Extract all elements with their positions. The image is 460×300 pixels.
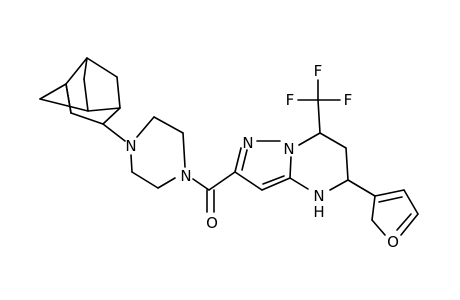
bond: [371, 195, 376, 221]
bond: [157, 177, 176, 189]
bond: [86, 57, 118, 78]
bond: [289, 156, 292, 179]
piperazine-ring: [130, 116, 186, 189]
bond: [136, 116, 155, 138]
bond: [39, 98, 89, 112]
atom-f-right: F: [344, 91, 353, 109]
bond: [241, 149, 248, 171]
bond: [70, 112, 104, 125]
atom-n-pyrazole-2: N: [283, 140, 294, 158]
bond: [208, 171, 236, 191]
bond: [347, 179, 376, 197]
bond: [102, 107, 121, 125]
bond: [289, 177, 309, 190]
bond: [374, 189, 405, 197]
bond: [261, 177, 291, 191]
trifluoromethyl-group: [297, 79, 341, 134]
bond: [116, 76, 121, 109]
bond: [371, 219, 386, 236]
pyrazole-ring: [234, 140, 292, 191]
bond: [329, 179, 349, 191]
bond: [153, 116, 184, 134]
furan-ring: [371, 189, 419, 236]
bond: [378, 196, 403, 203]
atom-f-top-left: F: [314, 62, 323, 80]
atom-o-carbonyl: O: [206, 214, 218, 232]
atom-n-nh: N: [313, 187, 324, 205]
atom-labels: N N O N N N H F F F O: [125, 62, 399, 251]
bond: [262, 175, 285, 185]
bond: [83, 78, 89, 112]
atom-f-top-right: F: [286, 91, 295, 109]
bond: [192, 178, 210, 191]
bond: [400, 213, 419, 236]
bond: [234, 147, 242, 173]
bond: [130, 154, 133, 173]
bond: [396, 213, 412, 231]
bond: [403, 189, 419, 215]
bond: [319, 132, 347, 149]
atom-n-pyrazole-1: N: [242, 134, 253, 152]
atom-h-nh: H: [313, 203, 324, 221]
bond: [39, 83, 67, 100]
bond: [317, 99, 321, 134]
bond: [87, 107, 121, 112]
atom-n-piperazine-right: N: [180, 167, 191, 185]
bond: [298, 132, 321, 146]
adamantane-group: [39, 57, 121, 125]
bond: [131, 171, 159, 189]
pyrimidine-ring: [289, 132, 349, 191]
bond: [345, 147, 349, 181]
atom-o-furan: O: [387, 233, 399, 251]
bond: [234, 171, 263, 191]
bond: [65, 57, 88, 85]
bond: [83, 57, 88, 80]
bond: [182, 132, 186, 168]
bond: [65, 83, 72, 114]
bond: [102, 123, 126, 142]
atom-n-piperazine-left: N: [125, 137, 136, 155]
